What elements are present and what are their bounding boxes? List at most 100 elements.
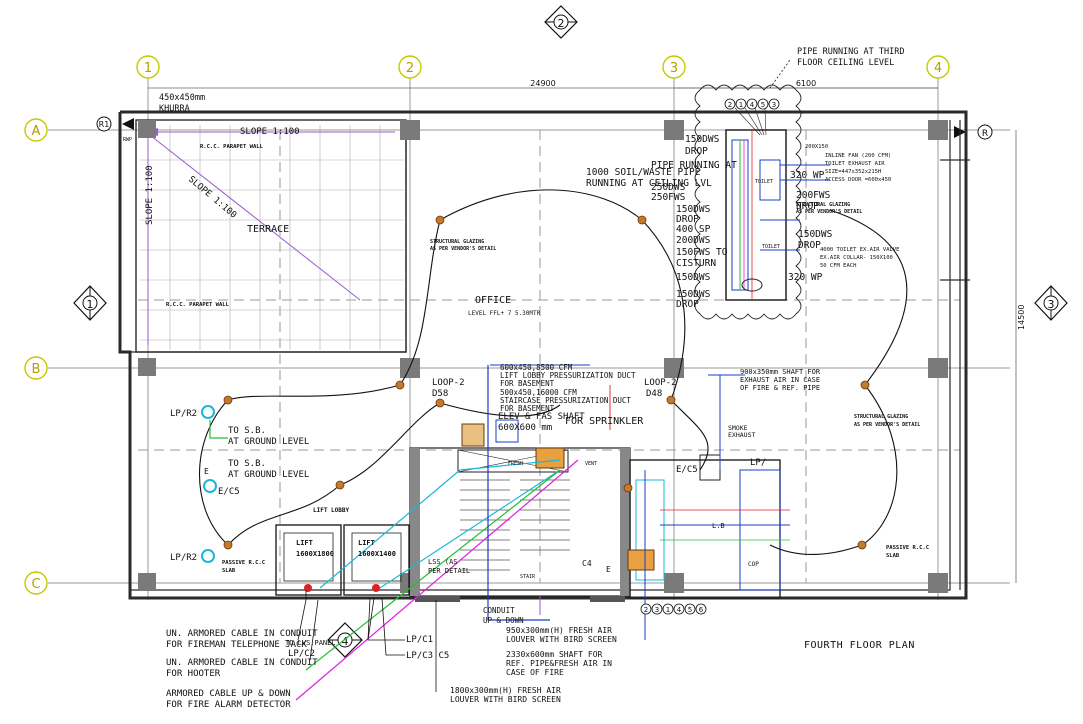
grid-lines bbox=[48, 78, 1010, 600]
svg-text:STAIRCASE PRESSURIZATION DUCT: STAIRCASE PRESSURIZATION DUCT bbox=[500, 396, 631, 405]
svg-text:LOUVER WITH BIRD SCREEN: LOUVER WITH BIRD SCREEN bbox=[506, 635, 617, 644]
svg-text:STAIR: STAIR bbox=[520, 574, 536, 580]
svg-text:C: C bbox=[31, 577, 40, 592]
svg-text:14500: 14500 bbox=[1017, 305, 1026, 330]
svg-text:EX.AIR COLLAR- 150X100: EX.AIR COLLAR- 150X100 bbox=[820, 255, 893, 261]
svg-text:6100: 6100 bbox=[796, 79, 816, 88]
svg-text:COP: COP bbox=[748, 561, 759, 568]
svg-text:4: 4 bbox=[750, 101, 755, 109]
svg-text:AS PER VENDOR'S DETAIL: AS PER VENDOR'S DETAIL bbox=[854, 422, 920, 428]
svg-text:LIFT LOBBY PRESSURIZATION DUCT: LIFT LOBBY PRESSURIZATION DUCT bbox=[500, 371, 636, 380]
svg-text:AT GROUND LEVEL: AT GROUND LEVEL bbox=[228, 437, 309, 447]
svg-text:LIFT: LIFT bbox=[358, 539, 375, 547]
svg-text:400 SP: 400 SP bbox=[676, 224, 711, 235]
svg-text:UP & DOWN: UP & DOWN bbox=[483, 616, 524, 625]
svg-text:B: B bbox=[32, 362, 41, 377]
svg-text:DROP: DROP bbox=[798, 240, 821, 251]
svg-text:LP/C3 C5: LP/C3 C5 bbox=[406, 651, 449, 661]
svg-text:SMOKE: SMOKE bbox=[728, 424, 748, 432]
svg-text:E: E bbox=[204, 467, 209, 476]
svg-text:250FWS: 250FWS bbox=[651, 192, 686, 203]
svg-text:150FWS TO: 150FWS TO bbox=[676, 247, 728, 258]
grid-bubble-col-4: 4 bbox=[926, 55, 950, 79]
svg-text:LP/: LP/ bbox=[750, 458, 766, 468]
svg-text:1000 SOIL/WASTE PIPE: 1000 SOIL/WASTE PIPE bbox=[586, 167, 701, 178]
svg-text:1600X1400: 1600X1400 bbox=[358, 550, 396, 558]
wiring-routes bbox=[209, 364, 611, 701]
loop-labels: LOOP-2 D58 LOOP-2 D48 bbox=[432, 378, 677, 399]
louver-notes: 950x300mm(H) FRESH AIR LOUVER WITH BIRD … bbox=[450, 626, 617, 704]
toilet-pipe-labels: 150DWS DROP 1000 SOIL/WASTE PIPE RUNNING… bbox=[586, 134, 780, 310]
panel-labels: LP/R2 LP/R2 E/C5 E LP/ E/C5 C4 E bbox=[170, 409, 766, 574]
grid-bubble-row-b: B bbox=[24, 356, 48, 380]
svg-text:SLOPE 1:100: SLOPE 1:100 bbox=[145, 165, 155, 225]
svg-text:FOR FIRE ALARM DETECTOR: FOR FIRE ALARM DETECTOR bbox=[166, 700, 291, 710]
fan-note: 200X150 INLINE FAN (200 CFM) TOILET EXHA… bbox=[805, 144, 891, 183]
svg-text:2330x600mm SHAFT FOR: 2330x600mm SHAFT FOR bbox=[506, 650, 603, 659]
svg-text:R: R bbox=[982, 129, 988, 139]
pipe-number-bubbles: 2 1 4 5 3 bbox=[724, 98, 780, 110]
svg-text:1600X1800: 1600X1800 bbox=[296, 550, 334, 558]
cable-notes: UN. ARMORED CABLE IN CONDUIT FOR FIREMAN… bbox=[166, 629, 449, 710]
svg-text:DROP: DROP bbox=[685, 146, 708, 157]
svg-text:FOR SPRINKLER: FOR SPRINKLER bbox=[565, 416, 644, 427]
svg-text:E/C5: E/C5 bbox=[676, 465, 698, 475]
grid-bubble-row-c: C bbox=[24, 571, 48, 595]
terrace-labels: SLOPE 1:100 R.C.C. PARAPET WALL SLOPE 1:… bbox=[145, 127, 300, 308]
svg-text:LIFT: LIFT bbox=[296, 539, 313, 547]
svg-text:FRESH: FRESH bbox=[508, 461, 523, 467]
svg-text:D58: D58 bbox=[432, 389, 448, 399]
svg-text:RUNNING AT CEILING LVL: RUNNING AT CEILING LVL bbox=[586, 178, 712, 189]
svg-text:UN. ARMORED CABLE IN CONDUIT: UN. ARMORED CABLE IN CONDUIT bbox=[166, 629, 318, 639]
grid-bubble-row-a: A bbox=[24, 118, 48, 142]
svg-text:3: 3 bbox=[655, 606, 659, 614]
svg-text:RWP: RWP bbox=[123, 137, 132, 143]
svg-text:1: 1 bbox=[666, 606, 670, 614]
svg-text:LP/R2: LP/R2 bbox=[170, 553, 197, 563]
svg-text:E: E bbox=[606, 565, 611, 574]
svg-text:250DWS: 250DWS bbox=[651, 182, 686, 193]
shaft-note: 900x350mm SHAFT FOR EXHAUST AIR IN CASE … bbox=[728, 368, 821, 439]
svg-text:200FWS: 200FWS bbox=[796, 190, 831, 201]
svg-text:AS PER VENDOR'S DETAIL: AS PER VENDOR'S DETAIL bbox=[430, 246, 496, 252]
svg-text:4000 TOILET EX.AIR VALVE: 4000 TOILET EX.AIR VALVE bbox=[820, 247, 899, 253]
svg-text:2: 2 bbox=[406, 61, 414, 76]
svg-text:STRUCTURAL GLAZING: STRUCTURAL GLAZING bbox=[854, 414, 908, 420]
svg-text:REF. PIPE&FRESH AIR IN: REF. PIPE&FRESH AIR IN bbox=[506, 659, 612, 668]
svg-text:200DWS: 200DWS bbox=[676, 235, 711, 246]
svg-text:PIPE RUNNING AT THIRD: PIPE RUNNING AT THIRD bbox=[797, 47, 904, 57]
svg-text:FOR BASEMENT: FOR BASEMENT bbox=[500, 404, 555, 413]
svg-text:FLOOR CEILING LEVEL: FLOOR CEILING LEVEL bbox=[797, 58, 894, 68]
ceiling-note: PIPE RUNNING AT THIRD FLOOR CEILING LEVE… bbox=[797, 47, 904, 68]
toilet-block bbox=[725, 107, 830, 301]
svg-text:950x300mm(H) FRESH AIR: 950x300mm(H) FRESH AIR bbox=[506, 626, 612, 635]
svg-text:6: 6 bbox=[699, 606, 704, 614]
svg-text:C4: C4 bbox=[582, 559, 592, 568]
svg-text:LSS (AS: LSS (AS bbox=[428, 558, 458, 566]
svg-text:5: 5 bbox=[761, 101, 765, 109]
svg-text:LOUVER WITH BIRD SCREEN: LOUVER WITH BIRD SCREEN bbox=[450, 695, 561, 704]
svg-text:2: 2 bbox=[558, 17, 565, 30]
svg-text:PASSIVE R.C.C: PASSIVE R.C.C bbox=[886, 545, 929, 551]
svg-text:200X150: 200X150 bbox=[805, 144, 828, 150]
svg-text:320 WP: 320 WP bbox=[790, 170, 825, 181]
svg-text:1800x300mm(H) FRESH AIR: 1800x300mm(H) FRESH AIR bbox=[450, 686, 561, 695]
svg-text:TO S.B.: TO S.B. bbox=[228, 459, 266, 469]
svg-text:ELEV & FAS SHAFT: ELEV & FAS SHAFT bbox=[498, 412, 585, 422]
svg-text:2: 2 bbox=[644, 606, 648, 614]
svg-text:STRUCTURAL GLAZING: STRUCTURAL GLAZING bbox=[430, 239, 484, 245]
svg-text:SIZE=447x352x215H: SIZE=447x352x215H bbox=[825, 169, 881, 175]
building-walls bbox=[118, 110, 970, 600]
svg-text:CASE OF FIRE: CASE OF FIRE bbox=[506, 668, 564, 677]
svg-text:1: 1 bbox=[144, 61, 152, 76]
svg-text:PIPE RUNNING AT: PIPE RUNNING AT bbox=[651, 160, 737, 171]
ground-level-notes: TO S.B. AT GROUND LEVEL TO S.B. AT GROUN… bbox=[228, 426, 309, 480]
svg-text:150DWS: 150DWS bbox=[676, 289, 711, 300]
svg-text:LEVEL FFL+ 7 5.30MTR: LEVEL FFL+ 7 5.30MTR bbox=[468, 310, 541, 317]
svg-text:3: 3 bbox=[670, 61, 678, 76]
svg-text:LIFT LOBBY: LIFT LOBBY bbox=[313, 507, 350, 514]
svg-text:SLAB: SLAB bbox=[886, 553, 900, 559]
svg-text:EXHAUST: EXHAUST bbox=[728, 431, 755, 439]
svg-text:150DWS: 150DWS bbox=[798, 229, 833, 240]
